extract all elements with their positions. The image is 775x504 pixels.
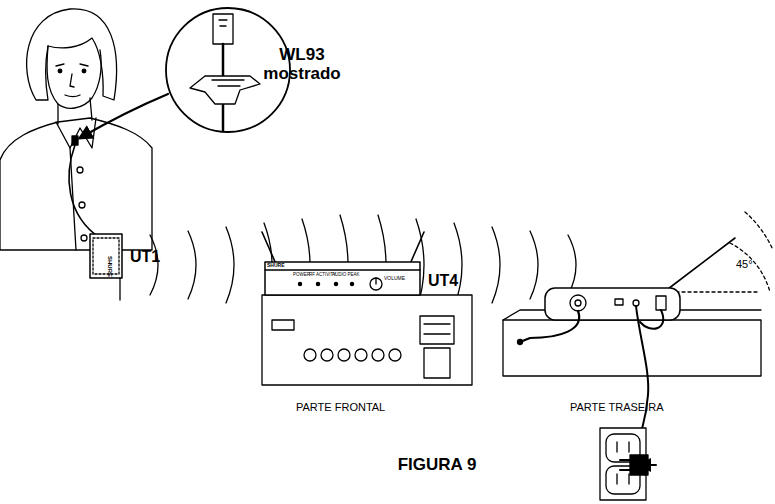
angle-label: 45° (736, 258, 753, 270)
part-name: UT4 (428, 272, 458, 290)
rack-knob (355, 349, 367, 361)
receiver-rear-part (640, 464, 656, 466)
woman-figure-part (0, 118, 152, 250)
figure-caption: FIGURA 9 (398, 456, 477, 475)
woman-figure-part (65, 95, 80, 97)
receiver-front-part (316, 282, 319, 285)
receiver-rear-part (545, 288, 680, 320)
receiver-front-part (420, 316, 454, 344)
rack-knob (304, 349, 316, 361)
woman-figure-part (81, 235, 87, 241)
receiver-front-part (304, 349, 401, 361)
panel-label: POWER (293, 273, 310, 278)
receiver-front-part (262, 232, 424, 264)
part-name: UT1 (130, 248, 160, 266)
radio-wave (492, 227, 500, 303)
receiver-front-part (265, 269, 420, 270)
radio-wave (568, 235, 576, 295)
receiver-rear (503, 212, 773, 500)
receiver-front-part (370, 278, 382, 290)
woman-figure-part (47, 46, 101, 108)
woman-figure-part (56, 64, 88, 66)
panel-label: AUDIO PEAK (332, 273, 360, 278)
receiver-front-part (350, 282, 353, 285)
receiver-rear-part (518, 340, 523, 345)
receiver-front-part (375, 278, 376, 284)
woman-figure-part (58, 69, 62, 73)
rack-knob (321, 349, 333, 361)
view-label: PARTE TRASEIRA (570, 401, 664, 413)
receiver-rear-part (745, 212, 773, 250)
panel-label: VOLUME (384, 276, 405, 282)
woman-figure-part (72, 136, 78, 145)
woman-figure-part (119, 278, 120, 300)
receiver-rear-part (656, 296, 666, 310)
brand-mark: SHURE (106, 256, 113, 277)
part-name: WL93 mostrado (262, 46, 342, 83)
woman-figure-part (82, 69, 86, 73)
receiver-rear-part (617, 442, 629, 484)
rack-knob (389, 349, 401, 361)
receiver-rear-part (730, 243, 770, 292)
woman-figure-part (58, 98, 92, 124)
receiver-front-part (262, 295, 472, 385)
receiver-front (262, 232, 472, 385)
receiver-rear-part (640, 310, 663, 329)
clip-callout-part (80, 94, 168, 138)
receiver-front-part (424, 324, 450, 334)
receiver-front-part (272, 320, 294, 330)
receiver-front-part (298, 282, 301, 285)
brand-mark: SHURE (267, 263, 285, 269)
woman-figure-part (27, 9, 117, 100)
receiver-front-part (334, 282, 337, 285)
radio-wave (226, 227, 234, 303)
clip-callout-part (219, 20, 227, 26)
receiver-rear-part (570, 295, 586, 311)
receiver-rear-part (620, 460, 630, 470)
rack-knob (372, 349, 384, 361)
receiver-front-part (424, 348, 450, 378)
clip-callout-part (213, 14, 233, 44)
woman-figure-part (77, 167, 83, 173)
woman-figure-part (70, 74, 74, 87)
woman-figure (0, 9, 152, 300)
radio-wave (530, 231, 538, 299)
receiver-rear-part (520, 311, 579, 342)
receiver-rear-part (503, 320, 761, 376)
radio-wave (188, 231, 196, 299)
receiver-rear-part (664, 238, 735, 292)
view-label: PARTE FRONTAL (296, 401, 385, 413)
woman-figure-part (69, 145, 100, 238)
woman-figure-part (93, 238, 119, 274)
woman-figure-part (90, 234, 122, 278)
receiver-front-part (265, 262, 420, 295)
clip-callout-part (190, 76, 260, 104)
receiver-rear-part (615, 299, 623, 305)
clip-callout (80, 8, 290, 138)
rack-knob (338, 349, 350, 361)
woman-figure-part (79, 202, 85, 208)
clip-callout-part (212, 80, 244, 86)
receiver-rear-part (575, 300, 581, 306)
